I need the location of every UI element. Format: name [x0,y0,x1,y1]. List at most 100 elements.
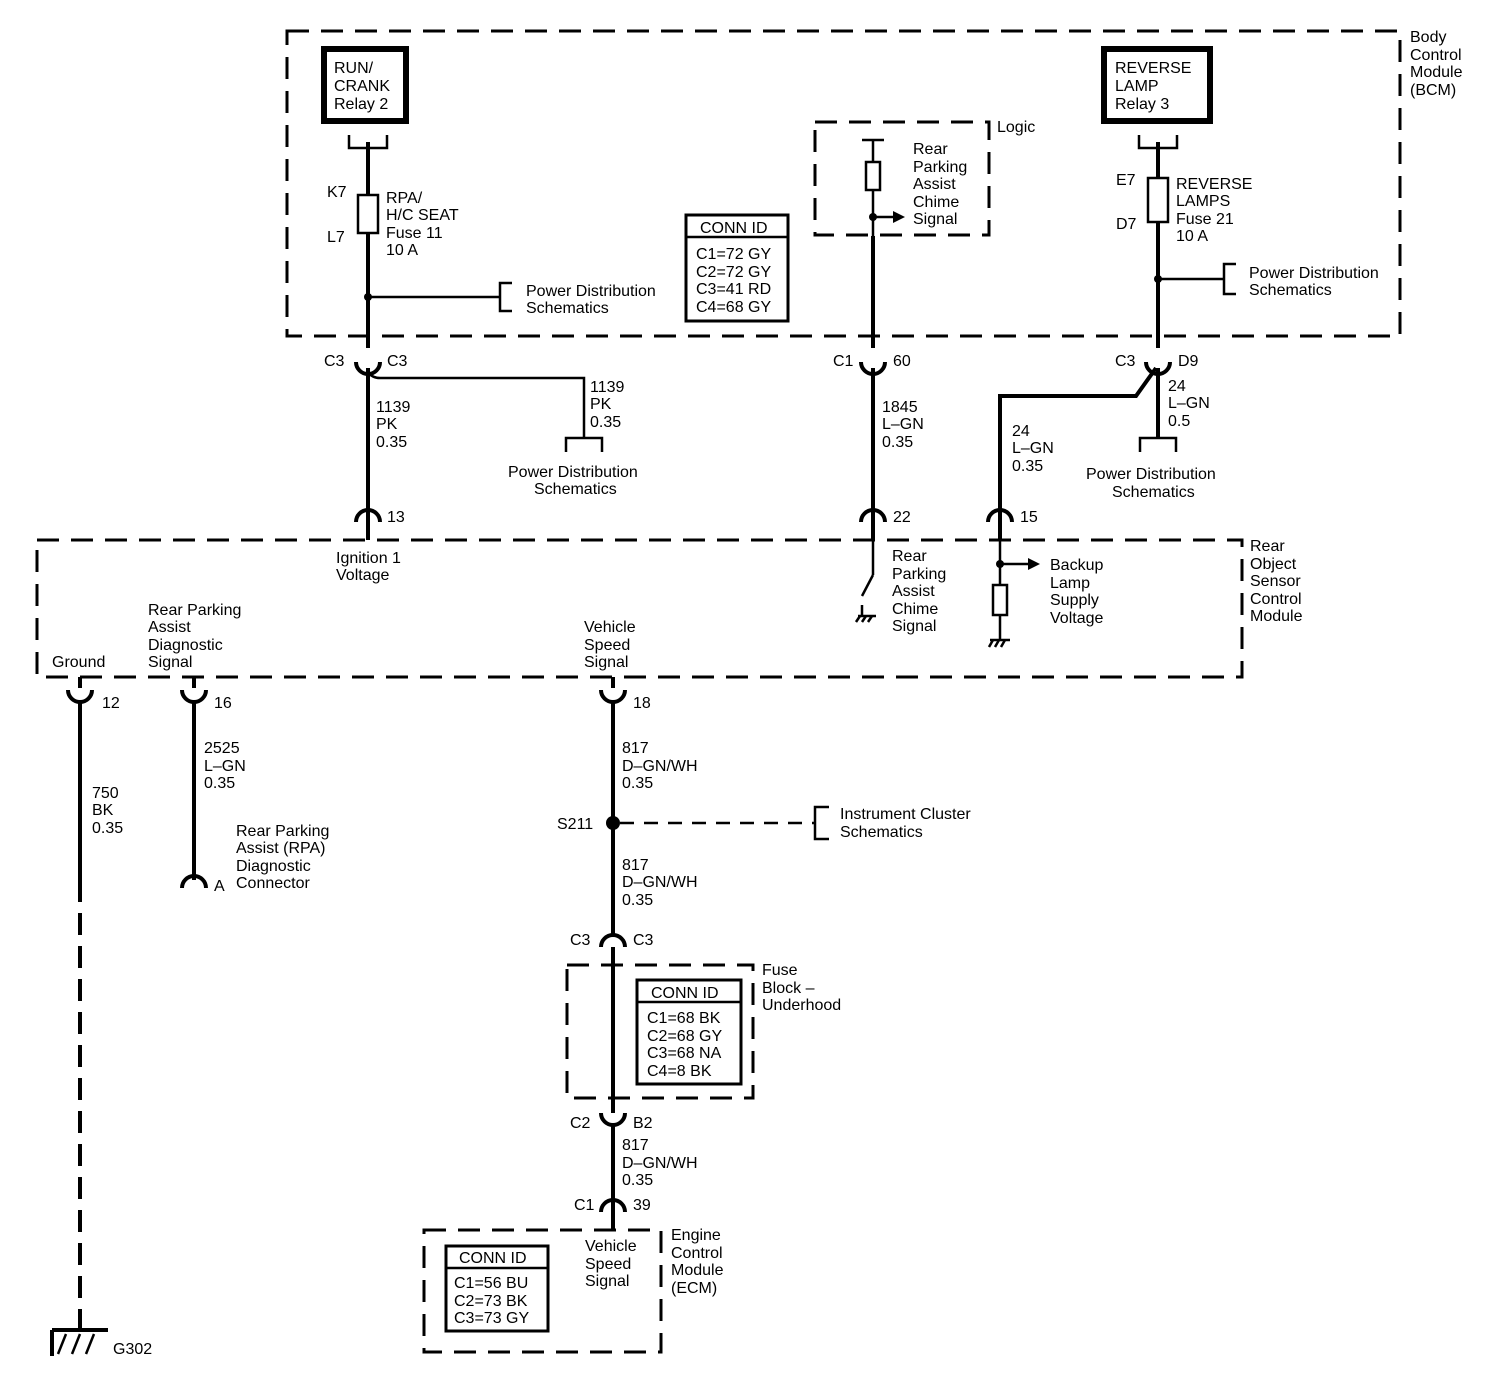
diagram-label: 2525 [204,740,240,757]
diagram-label: 0.35 [376,434,407,451]
diagram-label: Instrument Cluster [840,806,971,823]
diagram-label: A [214,878,225,895]
diagram-label: C3=41 RD [696,281,771,298]
diagram-label: 817 [622,1137,649,1154]
diagram-label: Vehicle [584,619,636,636]
wire-817-vss-ecm: 817 D–GN/WH 0.35 [611,1125,698,1200]
diagram-label: C3 [387,353,408,370]
rpa-fuse-circuit: K7 L7 RPA/ H/C SEAT Fuse 11 10 A Power D… [327,142,656,348]
diagram-label: Power Distribution [1086,466,1216,483]
fuse-block-underhood: Fuse Block – Underhood [565,947,841,1113]
diagram-label: 1139 [376,399,411,416]
run-crank-relay: RUN/ CRANK Relay 2 [321,46,409,150]
diagram-label: B2 [633,1115,653,1132]
diagram-label: 0.35 [590,414,621,431]
diagram-label: Control [671,1245,723,1262]
diagram-label: Object [1250,556,1297,573]
diagram-label: 60 [893,353,911,370]
pds-reference-bracket [1138,436,1178,452]
diagram-label: LAMPS [1176,193,1230,210]
diagram-label: 18 [633,695,651,712]
pds-reference-bracket [564,436,604,452]
diagram-label: Signal [585,1273,629,1290]
diagram-label: C1 [833,353,854,370]
diagram-label: CONN ID [700,220,768,237]
signal-arrow [1028,558,1040,570]
diagram-label: C2=68 GY [647,1028,722,1045]
bcm-conn-id-table: CONN ID C1=72 GY C2=72 GY C3=41 RD C4=68… [684,213,790,323]
connector-rosm-13: 13 [354,508,405,540]
diagram-label: 0.35 [92,820,123,837]
instrument-cluster-bracket [813,805,829,841]
diagram-label: Assist [892,583,935,600]
diagram-label: C3 [1115,353,1136,370]
diagram-label: Module [1250,608,1303,625]
diagram-label: Signal [892,618,936,635]
diagram-label: (ECM) [671,1280,717,1297]
diagram-label: G302 [113,1341,152,1358]
diagram-label: 0.35 [882,434,913,451]
wire-1845-chime: 1845 L–GN 0.35 [871,368,924,510]
diagram-label: Ground [52,654,105,671]
diagram-label: REVERSE [1176,176,1252,193]
diagram-label: Rear Parking [236,823,329,840]
diagram-label: Voltage [336,567,389,584]
diagram-label: C3=73 GY [454,1310,529,1327]
diagram-label: 0.35 [1012,458,1043,475]
wire-750-ground: 750 BK 0.35 [78,700,123,1330]
diagram-label: Rear [1250,538,1285,555]
diagram-label: 15 [1020,509,1038,526]
diagram-label: Power Distribution [1249,265,1379,282]
diagram-label: Assist [913,176,956,193]
diagram-label: D7 [1116,216,1137,233]
diagram-label: 817 [622,857,649,874]
diagram-label: Body [1410,29,1446,46]
body-control-module: Body Control Module (BCM) [285,29,1463,338]
logic-resistor [864,160,882,192]
connector-ecm-c1-39: C1 39 [574,1197,651,1230]
diagram-label: 750 [92,785,119,802]
diagram-label: Diagnostic [236,858,311,875]
diagram-label: C1=56 BU [454,1275,528,1292]
diagram-label: CONN ID [651,985,719,1002]
diagram-label: Ignition 1 [336,550,401,567]
diagram-label: 0.35 [204,775,235,792]
diagram-label: CRANK [334,78,390,95]
rosm-chime-switch: Rear Parking Assist Chime Signal [854,540,946,635]
diagram-label: Control [1410,47,1462,64]
diagram-label: D–GN/WH [622,1155,698,1172]
diagram-label: C1=68 BK [647,1010,721,1027]
diagram-label: E7 [1116,172,1136,189]
diagram-label: Engine [671,1227,721,1244]
diagram-label: REVERSE [1115,60,1191,77]
diagram-label: D9 [1178,353,1199,370]
diagram-label: C1 [574,1197,595,1214]
diagram-label: D–GN/WH [622,874,698,891]
wire-1139-ignition: 1139 PK 0.35 1139 PK 0.35 Power Distribu… [366,368,638,510]
diagram-label: 13 [387,509,405,526]
diagram-label: 22 [893,509,911,526]
diagram-label: Fuse [762,962,798,979]
diagram-label: Schematics [1112,484,1195,501]
diagram-label: Power Distribution [508,464,638,481]
diagram-label: PK [590,396,612,413]
reverse-fuse [1146,176,1170,224]
diagram-label: LAMP [1115,78,1159,95]
rear-object-sensor-module: Rear Object Sensor Control Module [35,538,1303,679]
diagram-label: Logic [997,119,1035,136]
splice-s211 [606,816,620,830]
reverse-lamp-relay: REVERSE LAMP Relay 3 [1101,46,1213,150]
diagram-label: 12 [102,695,120,712]
diagram-label: Sensor [1250,573,1301,590]
connector-rosm-18: 18 [599,677,651,712]
diagram-label: L–GN [882,416,924,433]
diagram-label: CONN ID [459,1250,527,1267]
connector-rosm-22: 22 [859,508,911,540]
diagram-label: 0.35 [622,1172,653,1189]
diagram-label: C1=72 GY [696,246,771,263]
diagram-label: Chime [913,194,959,211]
diagram-label: Assist (RPA) [236,840,325,857]
diagram-label: Signal [148,654,192,671]
diagram-label: Power Distribution [526,283,656,300]
connector-rosm-16: 16 [180,677,232,712]
